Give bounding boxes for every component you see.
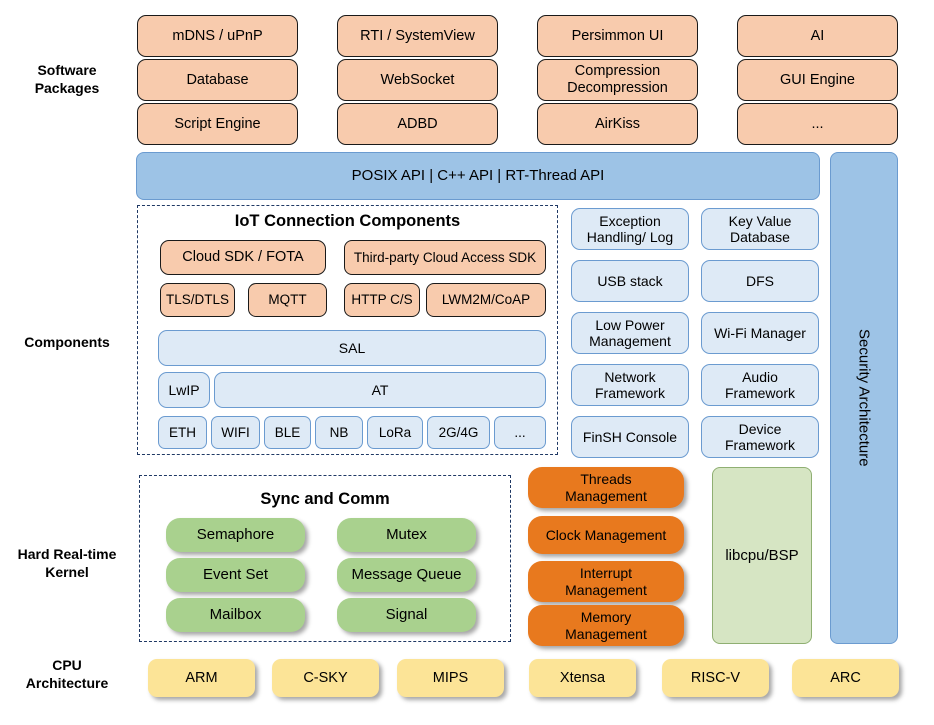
iot-sal-box[interactable]: SAL (158, 330, 546, 366)
package-box[interactable]: ADBD (337, 103, 498, 145)
sync-and-comm-title: Sync and Comm (260, 490, 390, 508)
iot-thirdparty-cloud-box[interactable]: Third-party Cloud Access SDK (344, 240, 546, 275)
cpu-arch-box[interactable]: ARM (148, 659, 255, 697)
package-box[interactable]: ... (737, 103, 898, 145)
iot-link-box[interactable]: 2G/4G (427, 416, 490, 449)
component-box[interactable]: FinSH Console (571, 416, 689, 458)
iot-protocol-box[interactable]: TLS/DTLS (160, 283, 235, 317)
component-box[interactable]: Low Power Management (571, 312, 689, 354)
package-box[interactable]: RTI / SystemView (337, 15, 498, 57)
security-architecture-label: Security Architecture (855, 329, 873, 467)
component-box[interactable]: Wi-Fi Manager (701, 312, 819, 354)
iot-at-box[interactable]: AT (214, 372, 546, 408)
package-box[interactable]: Compression Decompression (537, 59, 698, 101)
kernel-sync-box[interactable]: Signal (337, 598, 476, 632)
iot-link-box[interactable]: WIFI (211, 416, 260, 449)
row-label-software-packages: Software Packages (34, 62, 100, 96)
kernel-sync-box[interactable]: Mutex (337, 518, 476, 552)
package-box[interactable]: mDNS / uPnP (137, 15, 298, 57)
kernel-sync-box[interactable]: Mailbox (166, 598, 305, 632)
iot-protocol-box[interactable]: LWM2M/CoAP (426, 283, 546, 317)
api-bar[interactable]: POSIX API | C++ API | RT-Thread API (136, 152, 820, 200)
package-box[interactable]: AirKiss (537, 103, 698, 145)
kernel-management-box[interactable]: Threads Management (528, 467, 684, 508)
iot-connection-components-container (137, 205, 558, 455)
component-box[interactable]: DFS (701, 260, 819, 302)
kernel-sync-box[interactable]: Semaphore (166, 518, 305, 552)
package-box[interactable]: AI (737, 15, 898, 57)
component-box[interactable]: Audio Framework (701, 364, 819, 406)
cpu-arch-box[interactable]: RISC-V (662, 659, 769, 697)
package-box[interactable]: Persimmon UI (537, 15, 698, 57)
package-box[interactable]: WebSocket (337, 59, 498, 101)
iot-protocol-box[interactable]: HTTP C/S (344, 283, 420, 317)
component-box[interactable]: Key Value Database (701, 208, 819, 250)
cpu-arch-box[interactable]: Xtensa (529, 659, 636, 697)
iot-protocol-box[interactable]: MQTT (248, 283, 327, 317)
iot-link-box[interactable]: ETH (158, 416, 207, 449)
iot-link-box[interactable]: ... (494, 416, 546, 449)
iot-connection-components-title: IoT Connection Components (234, 212, 461, 230)
package-box[interactable]: Database (137, 59, 298, 101)
package-box[interactable]: GUI Engine (737, 59, 898, 101)
cpu-arch-box[interactable]: ARC (792, 659, 899, 697)
iot-link-box[interactable]: BLE (264, 416, 311, 449)
iot-link-box[interactable]: LoRa (367, 416, 423, 449)
package-box[interactable]: Script Engine (137, 103, 298, 145)
component-box[interactable]: USB stack (571, 260, 689, 302)
iot-cloud-sdk-box[interactable]: Cloud SDK / FOTA (160, 240, 326, 275)
security-architecture-bar[interactable]: Security Architecture (830, 152, 898, 644)
cpu-arch-box[interactable]: MIPS (397, 659, 504, 697)
component-box[interactable]: Device Framework (701, 416, 819, 458)
row-label-kernel: Hard Real-time Kernel (17, 546, 117, 580)
libcpu-bsp-box[interactable]: libcpu/BSP (712, 467, 812, 644)
sync-and-comm-container (139, 475, 511, 642)
iot-lwip-box[interactable]: LwIP (158, 372, 210, 408)
kernel-management-box[interactable]: Interrupt Management (528, 561, 684, 602)
kernel-sync-box[interactable]: Message Queue (337, 558, 476, 592)
component-box[interactable]: Network Framework (571, 364, 689, 406)
kernel-sync-box[interactable]: Event Set (166, 558, 305, 592)
row-label-components: Components (24, 334, 110, 350)
component-box[interactable]: Exception Handling/ Log (571, 208, 689, 250)
kernel-management-box[interactable]: Memory Management (528, 605, 684, 646)
row-label-cpu-architecture: CPU Architecture (25, 657, 109, 691)
kernel-management-box[interactable]: Clock Management (528, 516, 684, 554)
cpu-arch-box[interactable]: C-SKY (272, 659, 379, 697)
iot-link-box[interactable]: NB (315, 416, 363, 449)
